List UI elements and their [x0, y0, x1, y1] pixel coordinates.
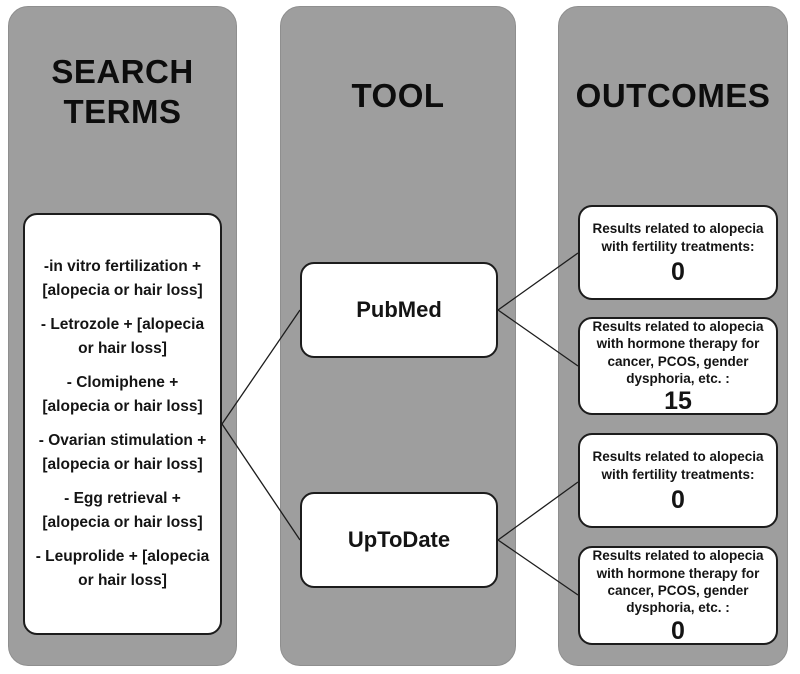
search-term-item: - Leuprolide + [alopecia or hair loss] [35, 548, 210, 590]
search-term-item: - Egg retrieval + [alopecia or hair loss… [42, 490, 203, 532]
outcome-value: 0 [671, 485, 685, 514]
outcome-box-uptodate-hormone: Results related to alopecia with hormone… [578, 546, 778, 645]
search-term-item: - Ovarian stimulation + [alopecia or hai… [38, 432, 207, 474]
search-term-item: - Letrozole + [alopecia or hair loss] [40, 316, 205, 358]
search-term-item: - Clomiphene + [alopecia or hair loss] [42, 374, 203, 416]
outcome-box-pubmed-fertility: Results related to alopecia with fertili… [578, 205, 778, 300]
outcome-text: Results related to alopecia with hormone… [592, 318, 764, 386]
outcome-box-pubmed-hormone: Results related to alopecia with hormone… [578, 317, 778, 415]
tool-box-uptodate: UpToDate [300, 492, 498, 588]
outcome-text: Results related to alopecia with fertili… [592, 449, 764, 482]
outcome-value: 0 [671, 257, 685, 286]
search-terms-heading: SEARCH TERMS [51, 53, 194, 130]
tool-box-pubmed: PubMed [300, 262, 498, 358]
outcome-text: Results related to alopecia with hormone… [592, 548, 764, 616]
search-terms-box: -in vitro fertilization + [alopecia or h… [23, 213, 222, 635]
tool-heading: TOOL [351, 77, 445, 114]
search-term-item: -in vitro fertilization + [alopecia or h… [42, 258, 203, 300]
outcomes-heading: OUTCOMES [575, 77, 771, 114]
outcome-value: 0 [671, 616, 685, 645]
outcome-value: 15 [664, 387, 692, 416]
outcome-text: Results related to alopecia with fertili… [592, 221, 764, 254]
outcome-box-uptodate-fertility: Results related to alopecia with fertili… [578, 433, 778, 528]
